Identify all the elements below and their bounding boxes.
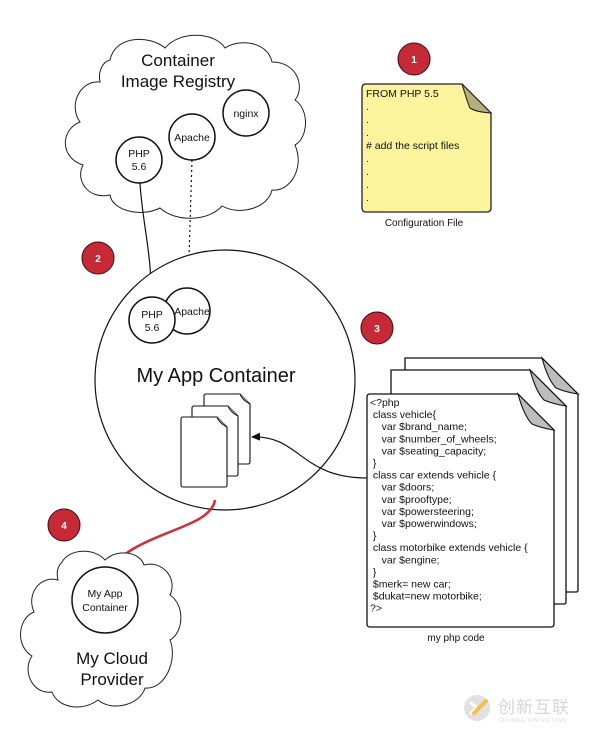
registry-php-label: PHP	[128, 148, 150, 160]
config-line: .	[366, 114, 369, 126]
config-line: # add the script files	[366, 140, 459, 152]
code-line: var $powerwindows;	[370, 518, 477, 530]
code-line: }	[370, 566, 377, 578]
config-line: .	[366, 101, 369, 113]
config-line: .	[366, 127, 369, 139]
step-badge-4: 4	[47, 508, 81, 542]
step-badge-3: 3	[360, 311, 394, 345]
registry-image-php[interactable]: PHP 5.6	[115, 136, 163, 184]
app-php-version: 5.6	[145, 322, 160, 334]
watermark: 创新互联 CHUANG XIN HU LIAN	[462, 686, 598, 730]
code-line: var $number_of_wheels;	[370, 433, 497, 445]
cloud-provider-title-line2: Provider	[80, 670, 144, 689]
apache-pull-arrow	[184, 159, 193, 291]
config-line: .	[366, 166, 369, 178]
config-line: .	[366, 192, 369, 204]
registry-image-apache[interactable]: Apache	[168, 113, 216, 161]
code-line: class motorbike extends vehicle {	[370, 542, 528, 554]
registry-apache-label: Apache	[174, 132, 210, 144]
cloud-container-line2: Container	[82, 602, 128, 614]
cloud-provider-title-line1: My Cloud	[76, 649, 148, 668]
step-badge-3-label: 3	[374, 324, 380, 335]
code-line: var $seating_capacity;	[370, 445, 486, 457]
code-line: $dukat=new motorbike;	[370, 591, 482, 603]
config-line: FROM PHP 5.5	[366, 88, 439, 100]
code-copy-arrow	[251, 432, 368, 479]
config-line: .	[366, 153, 369, 165]
file-stack-icon	[180, 393, 251, 488]
step-badge-4-label: 4	[61, 521, 67, 532]
config-line: .	[366, 179, 369, 191]
code-line: var $brand_name;	[370, 421, 467, 433]
code-line: var $engine;	[370, 554, 439, 566]
app-apache-label: Apache	[174, 306, 210, 318]
step-badge-2: 2	[81, 241, 115, 275]
cloud-provider: My App Container My Cloud Provider	[20, 550, 182, 708]
step-badge-1-label: 1	[411, 55, 417, 66]
watermark-text: 创新互联	[498, 697, 570, 718]
code-line: class vehicle{	[370, 409, 436, 421]
step-badge-1: 1	[397, 42, 431, 76]
registry-title-line2: Image Registry	[121, 72, 236, 91]
code-line: <?php	[370, 397, 400, 409]
app-php-circle: PHP 5.6	[128, 296, 176, 344]
registry-nginx-label: nginx	[233, 108, 259, 120]
registry-title-line1: Container	[141, 51, 215, 70]
app-container: Apache PHP 5.6 My App Container	[94, 249, 356, 511]
registry-php-version: 5.6	[132, 161, 147, 173]
app-container-title: My App Container	[137, 365, 296, 387]
php-code-caption: my php code	[427, 633, 485, 644]
registry-cloud: Container Image Registry PHP 5.6 Apache …	[64, 34, 306, 219]
code-line: $merk= new car;	[370, 579, 451, 591]
code-line: var $doors;	[370, 482, 434, 494]
cloud-app-container[interactable]: My App Container	[71, 566, 139, 634]
code-line: }	[370, 530, 377, 542]
app-php-label: PHP	[141, 309, 163, 321]
registry-image-nginx[interactable]: nginx	[222, 89, 270, 137]
code-line: var $powersteering;	[370, 506, 474, 518]
code-line: ?>	[370, 603, 382, 615]
config-caption: Configuration File	[385, 218, 464, 229]
watermark-subtext: CHUANG XIN HU LIAN	[498, 717, 567, 724]
cloud-container-line1: My App	[87, 588, 122, 600]
configuration-file[interactable]: FROM PHP 5.5...# add the script files...…	[361, 83, 493, 229]
code-line: var $prooftype;	[370, 494, 452, 506]
php-code-files[interactable]: <?php class vehicle{ var $brand_name; va…	[366, 356, 580, 644]
code-line: class car extends vehicle {	[370, 470, 497, 482]
watermark-logo-icon	[464, 695, 490, 721]
code-line: }	[370, 458, 377, 470]
step-badge-2-label: 2	[95, 254, 101, 265]
